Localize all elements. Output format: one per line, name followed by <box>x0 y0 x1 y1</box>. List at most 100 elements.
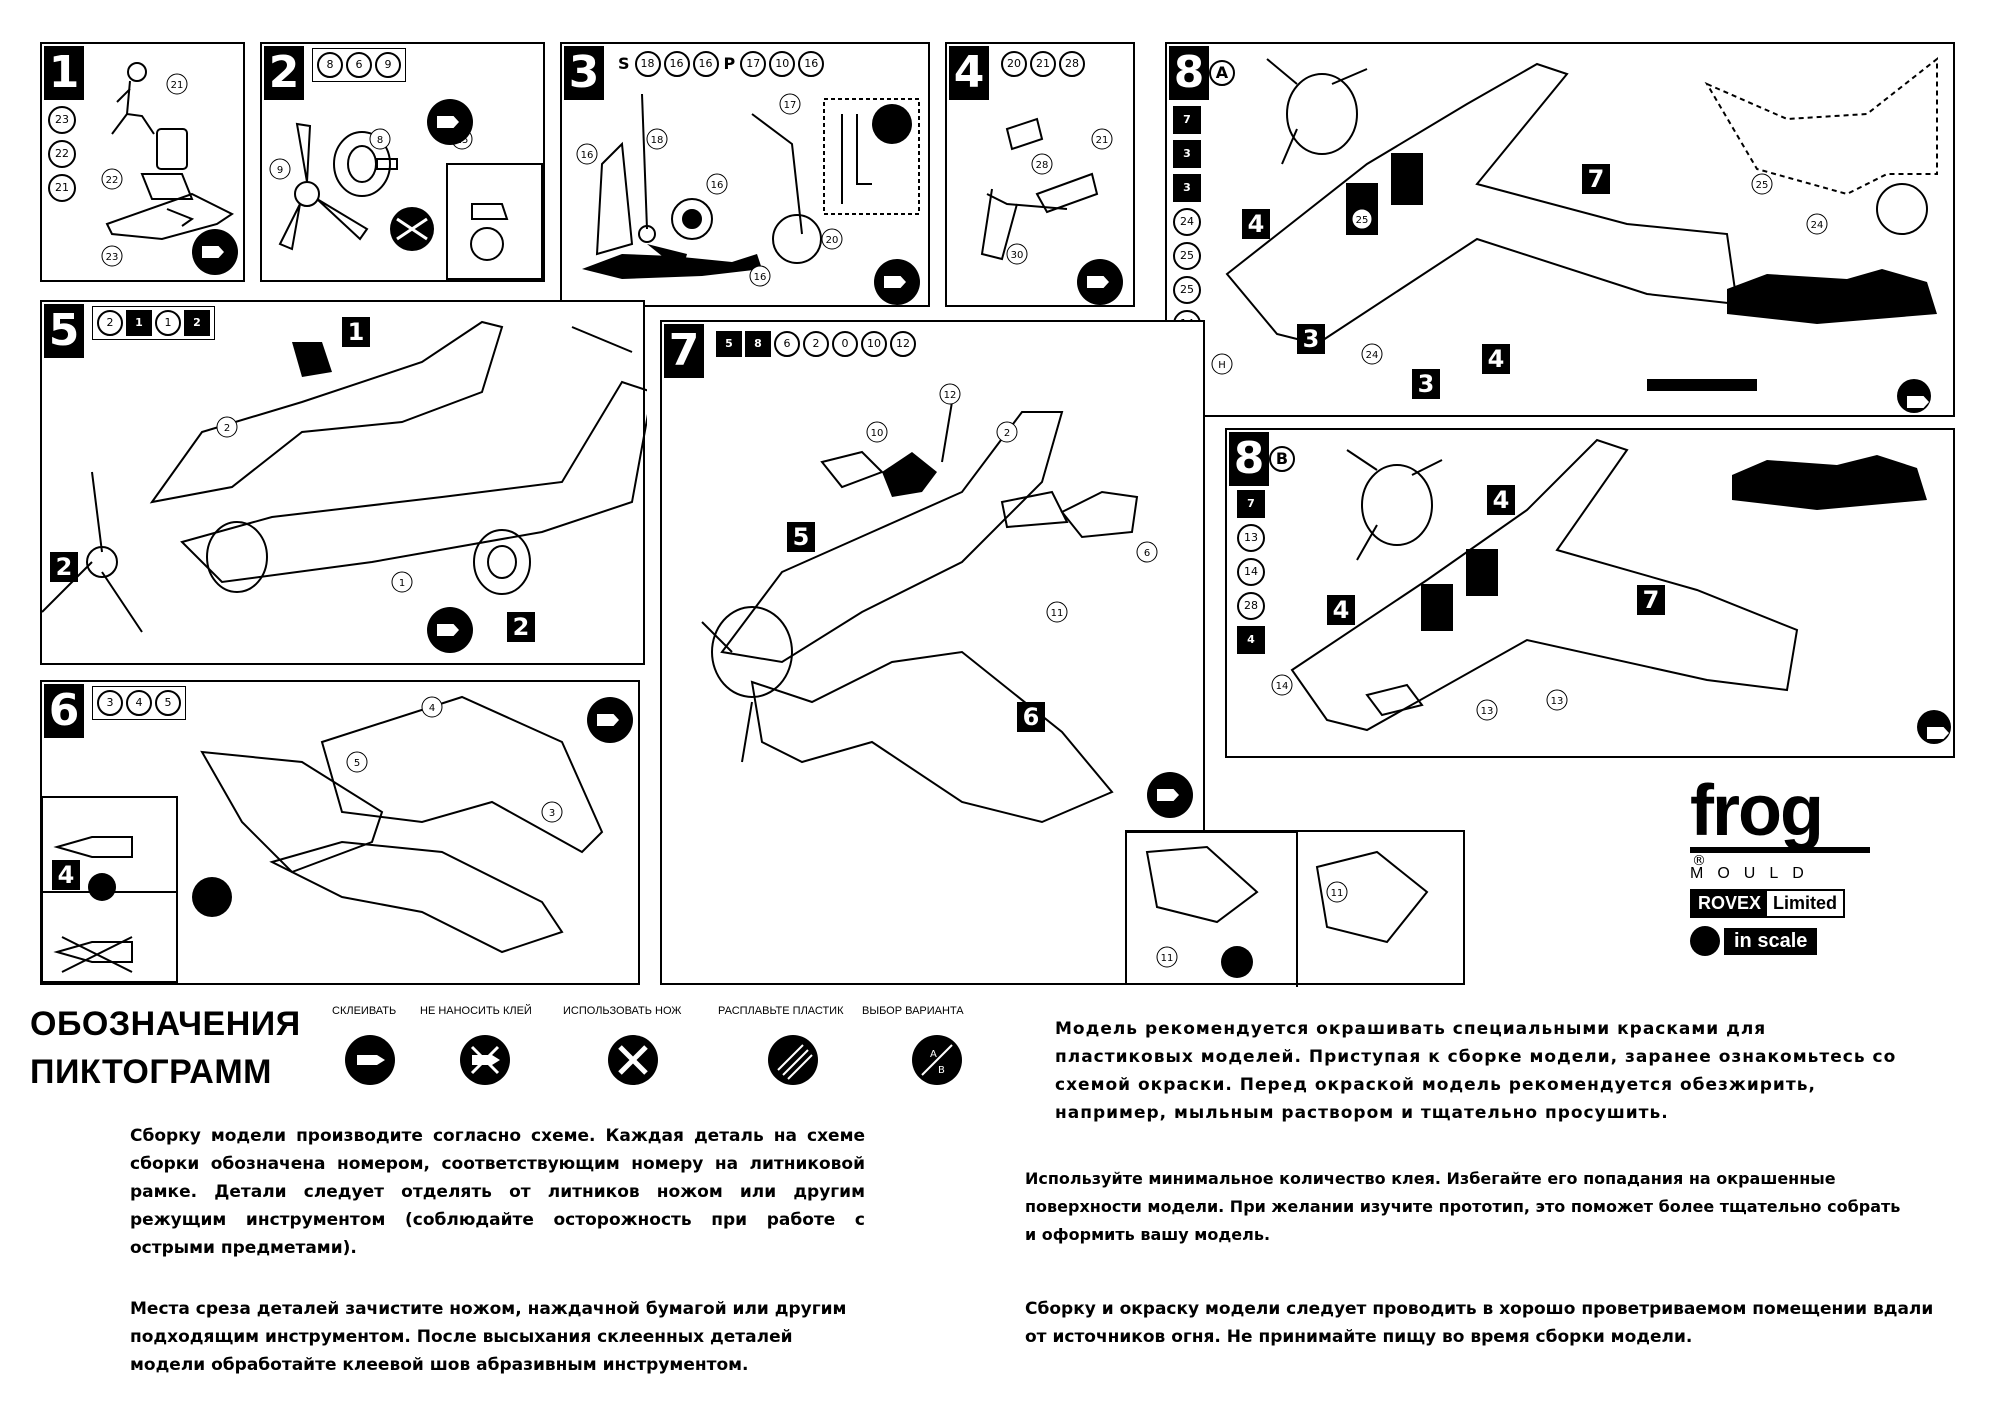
legend-title: ОБОЗНАЧЕНИЯ ПИКТОГРАММ <box>30 1000 301 1096</box>
part-number: 28 <box>1237 592 1265 620</box>
knife-icon <box>608 1035 658 1085</box>
choose-variant-icon: A B <box>912 1035 962 1085</box>
step-2-panel: 2 8 6 9 8 9 15 <box>260 42 545 282</box>
glue-icon <box>1917 710 1951 744</box>
part-number: 10 <box>861 331 887 357</box>
step-reference-badge: 4 <box>1487 485 1515 515</box>
safety-paragraph: Сборку и окраску модели следует проводит… <box>1025 1299 1934 1347</box>
step-reference-badge: 1 <box>342 317 370 347</box>
part-number: 20 <box>1001 51 1027 77</box>
part-number: 22 <box>48 140 76 168</box>
step-reference-badge: 6 <box>1017 702 1045 732</box>
step-reference-badge: 3 <box>1297 324 1325 354</box>
step-reference-badge: 7 <box>1582 164 1610 194</box>
pilot-seat-illustration: 21 22 23 <box>101 62 234 267</box>
svg-text:11: 11 <box>1331 888 1344 899</box>
frog-logo: frog <box>1690 775 1870 853</box>
step-number: 5 <box>44 304 84 358</box>
glue-icon <box>427 607 473 653</box>
melt-plastic-icon <box>768 1035 818 1085</box>
step-number: 2 <box>264 46 304 100</box>
svg-text:17: 17 <box>784 100 797 111</box>
part-number: 25 <box>1173 242 1201 270</box>
step-8a-panel: 8 A 7 3 3 24 25 25 14 4 H 25 24 25 24 4 … <box>1165 42 1955 417</box>
variant-badge: B <box>1269 446 1295 472</box>
legend-label-melt: РАСПЛАВЬТЕ ПЛАСТИК <box>718 1005 844 1017</box>
part-number: 4 <box>126 690 152 716</box>
legend-label-glue: СКЛЕИВАТЬ <box>332 1005 397 1017</box>
part-number: 7 <box>1237 490 1265 518</box>
propeller-wheel-illustration: 8 9 15 <box>269 122 543 280</box>
painting-paragraph: Модель рекомендуется окрашивать специаль… <box>1055 1019 1897 1123</box>
step-reference-badge: 5 <box>787 522 815 552</box>
svg-text:H: H <box>1218 360 1226 371</box>
part-list: 20 21 28 <box>997 48 1089 80</box>
part-list: 5 8 6 2 0 10 12 <box>712 328 920 360</box>
svg-text:28: 28 <box>1036 160 1049 171</box>
svg-text:11: 11 <box>1161 953 1174 964</box>
wing-assembly-illustration: 4 5 3 <box>42 695 604 983</box>
part-number: 2 <box>184 310 210 336</box>
part-list: 2 1 1 2 <box>92 306 215 340</box>
part-number: 16 <box>692 51 719 77</box>
instructions-paragraph: Места среза деталей зачистите ножом, наж… <box>130 1299 847 1375</box>
svg-text:20: 20 <box>826 235 839 246</box>
step-number-text: 8 <box>1173 47 1205 98</box>
svg-text:16: 16 <box>754 272 767 283</box>
registered-mark: ® <box>1692 853 1706 869</box>
drop-tank-illustration: 28 21 30 <box>980 117 1113 265</box>
glue-paragraph: Используйте минимальное количество клея.… <box>1025 1169 1901 1244</box>
svg-text:24: 24 <box>1366 350 1379 361</box>
step-reference-badge: 3 <box>1412 369 1440 399</box>
svg-text:A: A <box>930 1049 937 1060</box>
svg-text:2: 2 <box>224 423 230 434</box>
step-7-panel: 7 5 8 6 2 0 10 12 12 10 2 6 11 5 6 <box>660 320 1205 985</box>
step-reference-badge: 7 <box>1637 585 1665 615</box>
part-number: 1 <box>155 310 181 336</box>
legend-title-line: ОБОЗНАЧЕНИЯ <box>30 1005 301 1043</box>
svg-text:3: 3 <box>549 808 555 819</box>
part-number: 21 <box>48 174 76 202</box>
part-number: 5 <box>155 690 181 716</box>
part-number: 6 <box>346 52 372 78</box>
rovex-label: ROVEX <box>1692 891 1768 916</box>
svg-text:25: 25 <box>1756 180 1769 191</box>
part-number: 8 <box>317 52 343 78</box>
step-reference-badge: 2 <box>507 612 535 642</box>
part-number: 21 <box>1030 51 1056 77</box>
part-number: 16 <box>663 51 690 77</box>
limited-label: Limited <box>1773 893 1838 913</box>
legend-label-no-glue: НЕ НАНОСИТЬ КЛЕЙ <box>420 1005 532 1017</box>
mould-label: MOULD <box>1690 865 1818 882</box>
svg-text:16: 16 <box>581 150 594 161</box>
glue-icon <box>427 99 473 145</box>
step-reference-badge: 4 <box>1327 595 1355 625</box>
part-number: 10 <box>769 51 796 77</box>
step-reference-badge: 4 <box>52 860 80 890</box>
part-list: 7 13 14 28 4 <box>1237 490 1265 654</box>
step-8-detail-panel: 11 11 <box>1125 830 1465 987</box>
part-list: 3 4 5 <box>92 686 186 720</box>
variant-label: S <box>618 54 630 73</box>
in-scale-icon <box>1690 926 1720 956</box>
svg-text:23: 23 <box>106 252 119 263</box>
svg-text:2: 2 <box>1004 428 1010 439</box>
part-number: 0 <box>832 331 858 357</box>
step-1-panel: 1 23 22 21 21 22 23 <box>40 42 245 282</box>
glue-icon <box>874 259 920 305</box>
svg-text:30: 30 <box>1011 250 1024 261</box>
landing-gear-illustration: 16 18 16 17 20 16 <box>576 93 920 287</box>
no-glue-icon <box>460 1035 510 1085</box>
svg-text:13: 13 <box>1551 696 1564 707</box>
legend-label-knife: ИСПОЛЬЗОВАТЬ НОЖ <box>563 1005 682 1017</box>
aircraft-underside-variant-b-illustration: 14 13 13 <box>1271 438 1927 732</box>
svg-text:4: 4 <box>429 703 435 714</box>
step-number: 6 <box>44 684 84 738</box>
aircraft-underside-illustration: H 25 24 25 24 <box>1211 56 1938 391</box>
step-6-panel: 6 3 4 5 4 5 3 4 <box>40 680 640 985</box>
svg-text:11: 11 <box>1051 608 1064 619</box>
svg-text:22: 22 <box>106 175 119 186</box>
svg-text:16: 16 <box>711 180 724 191</box>
part-number: 8 <box>745 331 771 357</box>
svg-text:10: 10 <box>871 428 884 439</box>
